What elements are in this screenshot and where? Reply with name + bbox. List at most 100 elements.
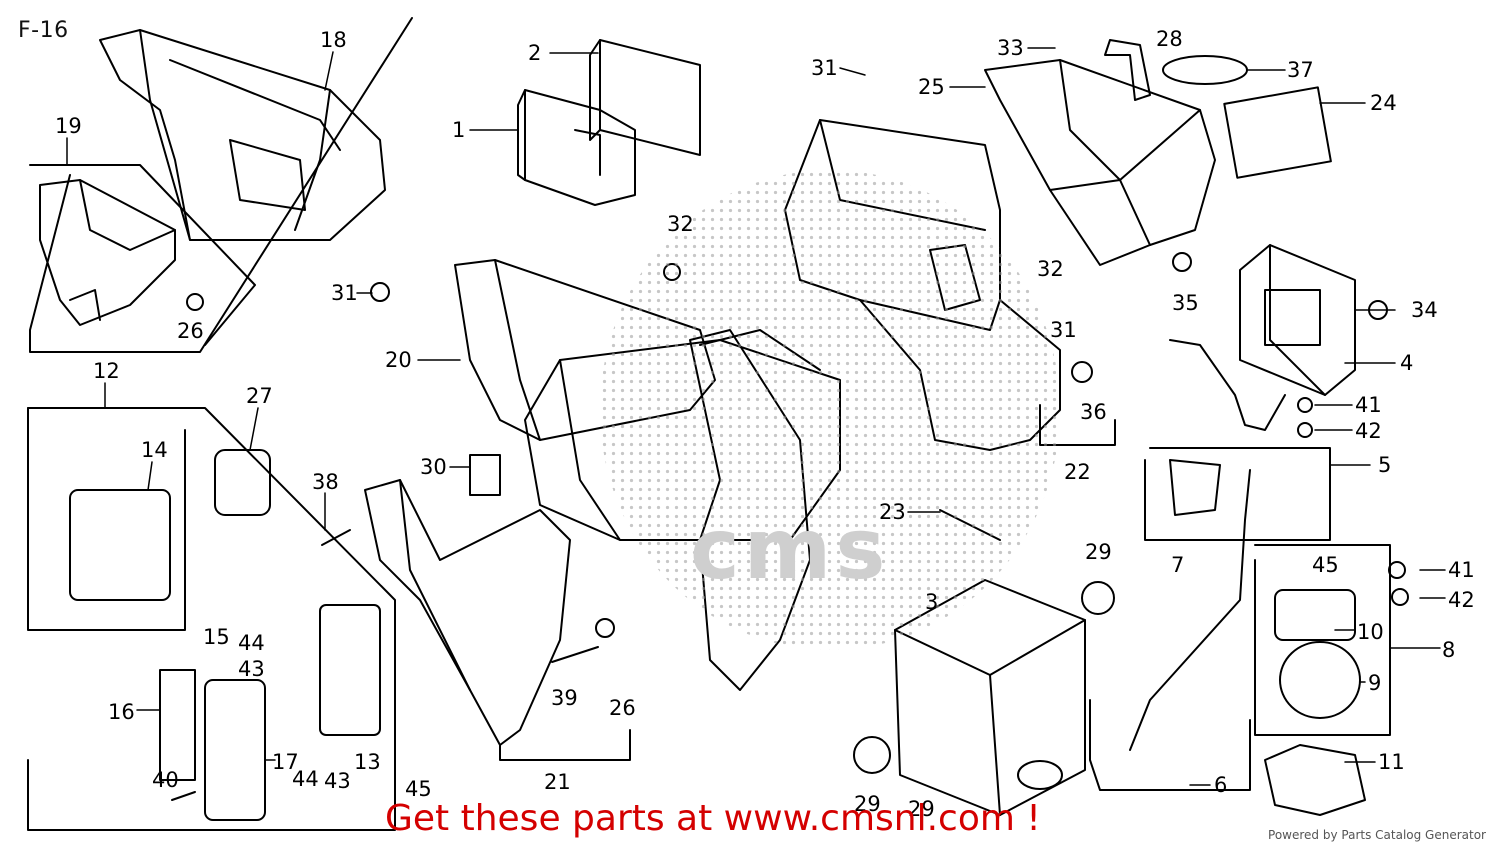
callout-32: 32 (667, 212, 694, 236)
group-frame-12 (27, 407, 186, 631)
part-29c-grommet (1017, 760, 1063, 790)
cms-watermark-text: cms (690, 500, 890, 598)
leader-lines (66, 47, 1446, 786)
part-42b-washer (1391, 588, 1409, 606)
part-13-fuse-box (319, 604, 381, 736)
callout-13: 13 (354, 750, 381, 774)
part-4-wire (1169, 339, 1286, 431)
callout-41: 41 (1355, 393, 1382, 417)
callout-31: 31 (1050, 318, 1077, 342)
part-40-screw (171, 791, 196, 801)
cms-watermark-dots (600, 170, 1060, 650)
callout-32: 32 (1037, 257, 1064, 281)
group-frame-21 (499, 729, 631, 761)
callout-43: 43 (324, 769, 351, 793)
callout-9: 9 (1368, 671, 1382, 695)
part-7-cap (1169, 459, 1221, 516)
part-27-cap (214, 449, 271, 516)
callout-44: 44 (292, 767, 319, 791)
callout-42: 42 (1355, 419, 1382, 443)
part-39-bolt (551, 646, 599, 663)
callout-27: 27 (246, 384, 273, 408)
part-29b-grommet (853, 736, 891, 774)
group-frame-12b (27, 407, 396, 831)
callout-17: 17 (272, 750, 299, 774)
callout-14: 14 (141, 438, 168, 462)
part-25-bracket (984, 59, 1216, 266)
callout-34: 34 (1411, 298, 1438, 322)
callout-10: 10 (1357, 620, 1384, 644)
callout-31: 31 (811, 56, 838, 80)
callout-1: 1 (452, 118, 466, 142)
callout-35: 35 (1172, 291, 1199, 315)
callout-25: 25 (918, 75, 945, 99)
part-19-bracket (39, 179, 176, 326)
callout-39: 39 (551, 686, 578, 710)
part-38-bolt (321, 529, 351, 546)
part-18-tray (99, 29, 386, 241)
part-35-clip (1172, 252, 1192, 272)
callout-29: 29 (1085, 540, 1112, 564)
part-29-grommet (1081, 581, 1115, 615)
part-37-band (1162, 55, 1248, 85)
callout-26: 26 (177, 319, 204, 343)
callout-7: 7 (1171, 553, 1185, 577)
part-26b-grommet (595, 618, 615, 638)
part-41-nut (1297, 397, 1313, 413)
callout-38: 38 (312, 470, 339, 494)
callout-45: 45 (405, 777, 432, 801)
figure-title: F-16 (18, 18, 69, 43)
callout-8: 8 (1442, 638, 1456, 662)
part-10-relay (1274, 589, 1356, 641)
callout-26: 26 (609, 696, 636, 720)
callout-29: 29 (908, 797, 935, 821)
part-30-label (469, 454, 501, 496)
group-frame-8 (1254, 544, 1391, 736)
callout-11: 11 (1378, 750, 1405, 774)
callout-30: 30 (420, 455, 447, 479)
callout-36: 36 (1080, 400, 1107, 424)
part-41b-nut (1388, 561, 1406, 579)
part-28-clamp (1104, 39, 1151, 101)
callout-19: 19 (55, 114, 82, 138)
part-4-regulator (1239, 244, 1356, 396)
callout-29: 29 (854, 792, 881, 816)
callout-12: 12 (93, 359, 120, 383)
callout-4: 4 (1400, 351, 1414, 375)
group-frame-6 (1089, 699, 1251, 791)
part-42-washer (1297, 422, 1313, 438)
part-36-nut (1071, 361, 1093, 383)
part-15-cover (204, 679, 266, 821)
callout-18: 18 (320, 28, 347, 52)
part-14-fuse-box (69, 489, 171, 601)
callout-21: 21 (544, 770, 571, 794)
promo-link[interactable]: Get these parts at www.cmsnl.com ! (385, 798, 1041, 839)
part-21-bracket (364, 479, 571, 746)
part-5-cable (1129, 469, 1251, 751)
group-frame-5 (1144, 447, 1331, 541)
part-16-label (159, 669, 196, 781)
part-9-relay-cover (1279, 641, 1361, 719)
callout-16: 16 (108, 700, 135, 724)
callout-42: 42 (1448, 588, 1475, 612)
part-24-unit (1223, 86, 1332, 179)
callout-2: 2 (528, 41, 542, 65)
part-1-holder (517, 89, 636, 206)
credit-text: Powered by Parts Catalog Generator (1268, 828, 1486, 842)
callout-28: 28 (1156, 27, 1183, 51)
callout-40: 40 (152, 768, 179, 792)
callout-5: 5 (1378, 453, 1392, 477)
callout-20: 20 (385, 348, 412, 372)
callout-44: 44 (238, 631, 265, 655)
part-31-bolt (370, 282, 390, 302)
part-2-cover (589, 39, 701, 156)
callout-31: 31 (331, 281, 358, 305)
callout-45: 45 (1312, 553, 1339, 577)
callout-23: 23 (879, 500, 906, 524)
callout-22: 22 (1064, 460, 1091, 484)
group-frame-19 (29, 164, 256, 346)
callout-24: 24 (1370, 91, 1397, 115)
callout-3: 3 (925, 590, 939, 614)
callout-41: 41 (1448, 558, 1475, 582)
